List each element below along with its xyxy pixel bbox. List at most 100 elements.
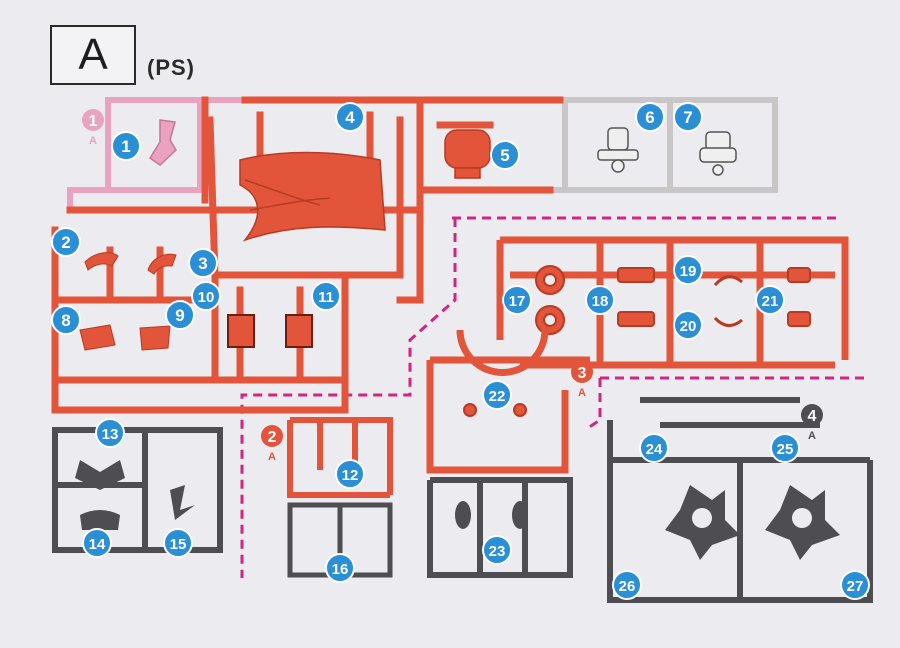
part-badge-16: 16 (325, 553, 355, 583)
part-badge-number: 3 (198, 254, 207, 273)
part-1-shape (148, 119, 177, 166)
section-dividers (240, 216, 868, 578)
part-badge-15: 15 (163, 528, 193, 558)
part-badge-9: 9 (165, 300, 195, 330)
part-6-shape (597, 127, 639, 173)
part-badge-21: 21 (755, 285, 785, 315)
part-badge-13: 13 (95, 418, 125, 448)
part-badge-25: 25 (770, 433, 800, 463)
part-badge-5: 5 (490, 140, 520, 170)
part-13-shape (75, 460, 125, 490)
runner-tag-number: 1 (89, 113, 98, 130)
part-9-shape (139, 325, 171, 351)
part-badge-number: 20 (680, 318, 697, 335)
runner-tag-letter: A (808, 430, 816, 442)
runner-orange-right (496, 236, 849, 369)
part-26-shape (665, 485, 740, 560)
part-badge-number: 24 (646, 441, 663, 458)
part-23-shape (455, 501, 528, 529)
part-badge-number: 7 (683, 108, 692, 127)
part-3-shape (147, 253, 177, 275)
part-7-shape (699, 131, 737, 176)
part-2-shape (84, 252, 119, 271)
runner-gray-left (52, 427, 223, 553)
runner-gray-right (607, 397, 873, 603)
part-27-shape (765, 485, 840, 560)
part-badge-14: 14 (82, 528, 112, 558)
part-badge-number: 8 (61, 311, 70, 330)
part-10-shape (227, 314, 255, 348)
runner-white (550, 97, 778, 193)
runner-tag-1: 1A (82, 109, 104, 147)
part-5-shape (444, 129, 491, 179)
runner-tag-4: 4A (801, 404, 823, 442)
part-badge-number: 1 (121, 137, 130, 156)
runner-tag-number: 3 (578, 365, 587, 382)
part-badge-12: 12 (335, 459, 365, 489)
part-badge-20: 20 (673, 310, 703, 340)
part-badge-4: 4 (335, 102, 365, 132)
part-badge-19: 19 (673, 255, 703, 285)
part-15-shape (170, 485, 195, 520)
part-badge-number: 2 (61, 233, 70, 252)
part-21-shape (787, 267, 811, 327)
part-badge-number: 17 (509, 293, 526, 310)
part-badge-2: 2 (51, 227, 81, 257)
part-badge-8: 8 (51, 305, 81, 335)
part-badge-1: 1 (111, 131, 141, 161)
part-badge-number: 15 (170, 536, 187, 553)
part-badge-26: 26 (612, 570, 642, 600)
part-badge-number: 25 (777, 441, 794, 458)
part-badge-number: 10 (198, 289, 215, 306)
runner-tag-2: 2A (261, 425, 283, 463)
runner-tag-letter: A (268, 451, 276, 463)
part-badge-17: 17 (502, 285, 532, 315)
part-11-shape (285, 314, 313, 348)
part-badge-6: 6 (635, 102, 665, 132)
part-18-shape (617, 267, 655, 327)
part-badge-number: 16 (332, 561, 349, 578)
part-badge-number: 14 (89, 536, 106, 553)
part-badge-11: 11 (311, 281, 341, 311)
runner-pink (67, 97, 248, 213)
part-badge-number: 13 (102, 426, 119, 443)
sheet-material: (PS) (147, 55, 195, 80)
part-14-shape (80, 510, 120, 530)
part-badge-number: 27 (847, 578, 864, 595)
part-badge-number: 6 (645, 108, 654, 127)
part-22-shape (463, 403, 527, 417)
runner-tag-number: 2 (268, 429, 277, 446)
part-badge-number: 12 (342, 467, 359, 484)
part-badge-23: 23 (482, 535, 512, 565)
runner-tag-letter: A (89, 135, 97, 147)
part-badge-number: 19 (680, 263, 697, 280)
part-badge-number: 5 (500, 146, 509, 165)
part-badge-number: 11 (318, 289, 334, 306)
part-4-shape (239, 151, 386, 242)
part-badge-number: 23 (489, 543, 506, 560)
part-badge-24: 24 (639, 433, 669, 463)
part-19-20-shape (713, 275, 743, 327)
sheet-letter-box: A (50, 25, 136, 85)
part-17-shape (535, 265, 565, 335)
sheet-letter: A (78, 30, 108, 79)
part-badge-18: 18 (585, 285, 615, 315)
part-badge-number: 4 (345, 108, 355, 127)
part-badge-27: 27 (840, 570, 870, 600)
part-badge-22: 22 (482, 380, 512, 410)
runner-gray-center (427, 477, 573, 578)
part-badge-7: 7 (673, 102, 703, 132)
divider-line-diagonal (240, 218, 457, 578)
runner-tag-3: 3A (571, 361, 593, 399)
part-badge-3: 3 (188, 248, 218, 278)
part-badge-number: 26 (619, 578, 636, 595)
runner-tag-number: 4 (808, 408, 817, 425)
part-badge-number: 22 (489, 388, 506, 405)
part-badge-number: 18 (592, 293, 609, 310)
runner-orange-small (287, 417, 393, 498)
runner-tag-letter: A (578, 387, 586, 399)
runner-orange-center (426, 329, 590, 474)
